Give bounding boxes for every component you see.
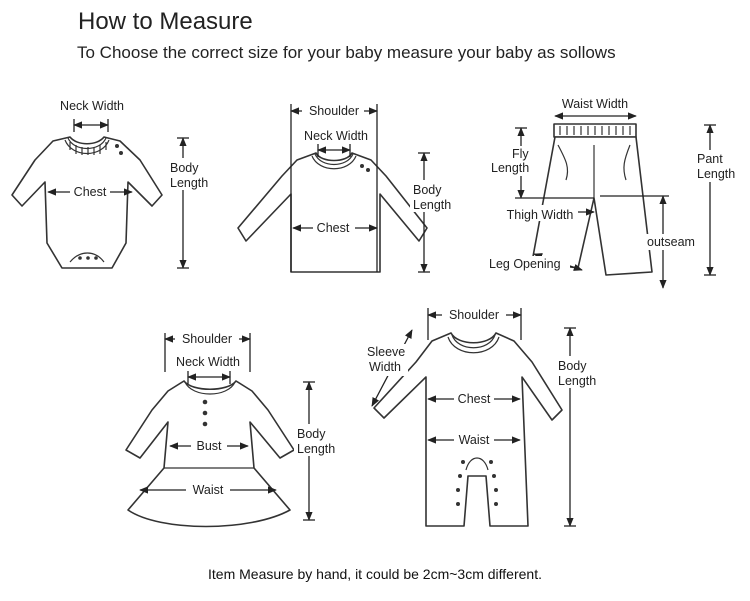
footer-note: Item Measure by hand, it could be 2cm~3c… — [208, 566, 542, 582]
romper-length-label-line1: Body — [558, 359, 587, 373]
bodysuit-length-label-line1: Body — [170, 161, 199, 175]
bodysuit-neck-width-label: Neck Width — [60, 99, 124, 113]
pants-thigh-width-label: Thigh Width — [507, 208, 574, 222]
dress-bust-arrow — [169, 438, 249, 454]
romper-waist-label: Waist — [459, 433, 490, 447]
romper-length-label-line2: Length — [558, 374, 596, 388]
shirt-length-arrow — [410, 152, 458, 273]
shirt-neck-width-label: Neck Width — [304, 129, 368, 143]
pants-fly-length-arrow — [490, 127, 594, 199]
page-subtitle: To Choose the correct size for your baby… — [77, 43, 616, 62]
pants-outseam-arrow — [600, 195, 700, 289]
bodysuit-neck-width-arrow — [73, 119, 109, 132]
bodysuit-figure — [11, 136, 163, 269]
dress-shoulder-label: Shoulder — [182, 332, 232, 346]
pants-thigh-width-arrow — [502, 205, 595, 221]
shirt-length-label-line1: Body — [413, 183, 442, 197]
bodysuit-length-arrow — [168, 137, 214, 269]
pants-length-label-line1: Pant — [697, 152, 723, 166]
pants-length-arrow — [695, 124, 739, 276]
shirt-chest-label: Chest — [317, 221, 350, 235]
shirt-shoulder-arrow — [290, 103, 378, 272]
dress-neck-width-label: Neck Width — [176, 355, 240, 369]
bodysuit-chest-label: Chest — [74, 185, 107, 199]
shirt-neck-width-arrow — [317, 144, 351, 157]
dress-shoulder-arrow — [164, 331, 251, 372]
pants-fly-label-line2: Length — [491, 161, 529, 175]
page-title: How to Measure — [78, 8, 253, 35]
romper-shoulder-arrow — [427, 307, 522, 340]
pants-leg-opening-arrow — [488, 253, 583, 272]
shirt-shoulder-label: Shoulder — [309, 104, 359, 118]
romper-chest-label: Chest — [458, 392, 491, 406]
dress-waist-label: Waist — [193, 483, 224, 497]
romper-chest-arrow — [427, 391, 521, 407]
dress-waist-arrow — [139, 482, 277, 498]
romper-sleeve-label-line2: Width — [369, 360, 401, 374]
romper-sleeve-label-line1: Sleeve — [367, 345, 405, 359]
pants-fly-label-line1: Fly — [512, 147, 529, 161]
dress-length-arrow — [294, 381, 342, 521]
pants-outseam-label: outseam — [647, 235, 695, 249]
shirt-chest-arrow — [292, 220, 378, 236]
romper-sleeve-width-arrow — [364, 329, 413, 407]
shirt-length-label-line2: Length — [413, 198, 451, 212]
romper-length-arrow — [556, 327, 604, 527]
romper-waist-arrow — [427, 432, 521, 448]
bodysuit-chest-arrow — [47, 184, 133, 200]
dress-length-label-line1: Body — [297, 427, 326, 441]
pants-figure — [531, 123, 653, 276]
dress-length-label-line2: Length — [297, 442, 335, 456]
pants-length-label-line2: Length — [697, 167, 735, 181]
pants-waist-width-label: Waist Width — [562, 97, 628, 111]
dress-bust-label: Bust — [196, 439, 222, 453]
dress-neck-width-arrow — [187, 371, 231, 384]
bodysuit-length-label-line2: Length — [170, 176, 208, 190]
romper-shoulder-label: Shoulder — [449, 308, 499, 322]
shirt-figure — [237, 152, 428, 273]
pants-leg-opening-label: Leg Opening — [489, 257, 561, 271]
